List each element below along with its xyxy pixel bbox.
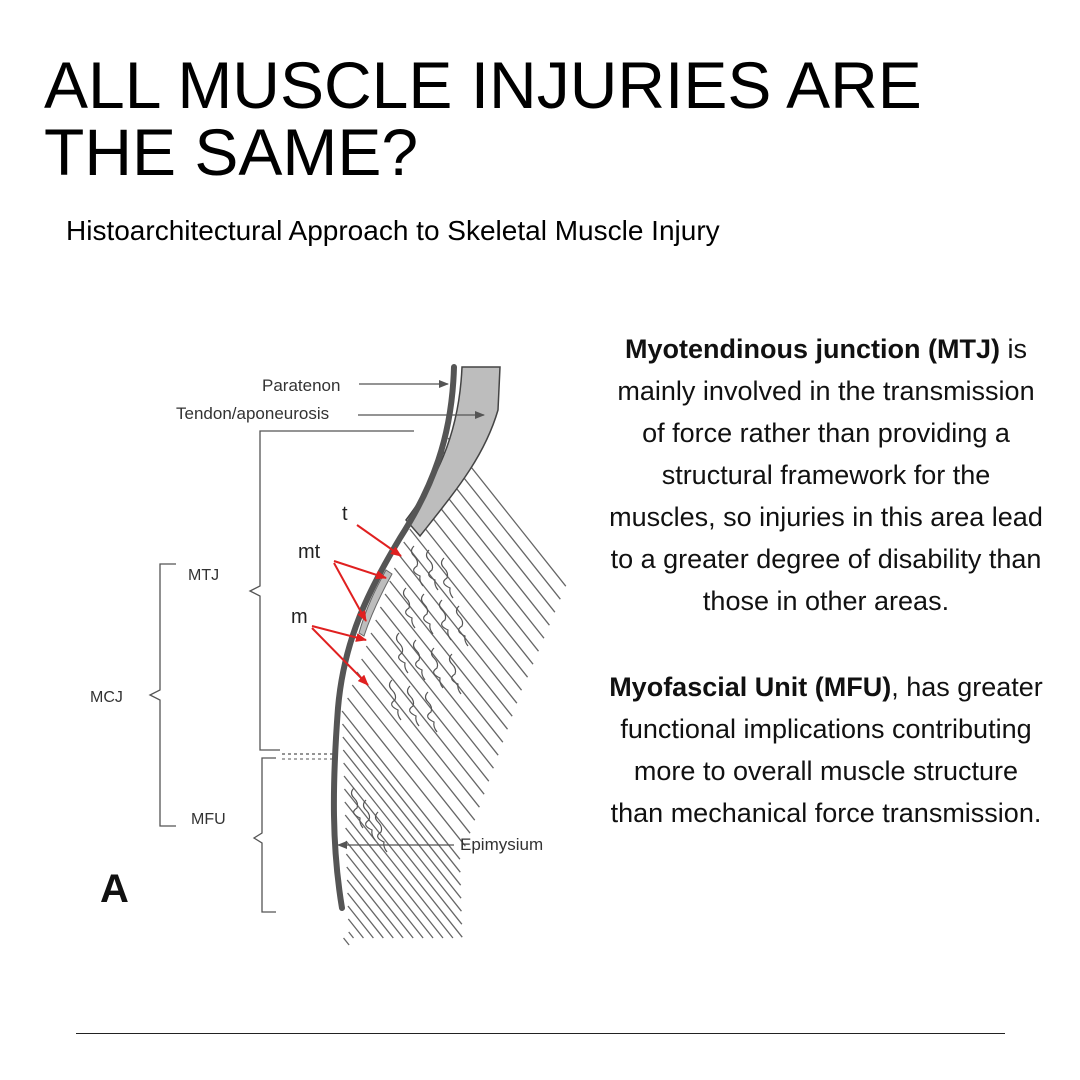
m-arrow-1 (311, 625, 367, 642)
bottom-divider (76, 1033, 1005, 1034)
mcj-bracket-label: MCJ (90, 689, 123, 706)
torn-fiber-wave (410, 545, 424, 587)
muscle-fiber-line (348, 931, 354, 939)
tendon-label: Tendon/aponeurosis (176, 404, 329, 423)
muscle-fiber-line (420, 502, 540, 652)
muscle-fiber-line (342, 736, 462, 886)
muscle-fiber-line (344, 814, 444, 939)
muscle-fiber-hatching (341, 437, 567, 946)
muscle-fiber-line (409, 528, 529, 678)
page-title: ALL MUSCLE INJURIES ARE THE SAME? (44, 48, 922, 189)
torn-fiber-wave (430, 647, 444, 689)
m-arrow-2 (311, 627, 369, 686)
mfu-inner-bracket (252, 757, 276, 913)
torn-fiber-wave (424, 691, 438, 733)
torn-fiber-wave (425, 549, 439, 591)
mtj-paragraph: Myotendinous junction (MTJ) is mainly in… (606, 328, 1046, 622)
muscle-fiber-line (365, 645, 485, 795)
muscle-fiber-line (347, 905, 374, 939)
muscle-fiber-line (345, 827, 434, 939)
muscle-fiber-line (341, 723, 461, 873)
paratenon-label: Paratenon (262, 376, 340, 395)
page-subtitle: Histoarchitectural Approach to Skeletal … (66, 215, 720, 246)
mfu-bracket-label: MFU (191, 811, 226, 828)
m-label: m (291, 606, 308, 628)
torn-fiber-wave (455, 605, 469, 647)
diagram-svg: Paratenon Tendon/aponeurosis t mt m MTJ … (90, 364, 567, 946)
mfu-description: , has greater functional implications co… (610, 672, 1043, 828)
mfu-term: Myofascial Unit (MFU) (609, 672, 892, 702)
mtj-bracket-label: MTJ (188, 567, 219, 584)
torn-fiber-wave (362, 799, 376, 841)
muscle-fiber-line (351, 684, 471, 834)
muscle-fiber-line (347, 918, 364, 939)
torn-fibers (350, 545, 469, 853)
muscle-fiber-line (345, 853, 414, 939)
muscle-fiber-line (425, 489, 545, 639)
torn-fiber-wave (402, 587, 416, 629)
mcj-outer-bracket (148, 563, 176, 827)
mfu-paragraph: Myofascial Unit (MFU), has greater funct… (606, 666, 1046, 834)
muscle-fiber-line (389, 580, 509, 730)
mt-arrow-1 (333, 560, 387, 580)
mtj-description: is mainly involved in the transmission o… (609, 334, 1043, 616)
muscle-fiber-line (393, 567, 513, 717)
torn-fiber-wave (388, 679, 402, 721)
torn-fiber-wave (440, 557, 454, 599)
muscle-fiber-line (346, 879, 394, 939)
muscle-fiber-line (370, 632, 490, 782)
muscle-fiber-line (398, 554, 518, 704)
muscle-fiber-line (347, 892, 384, 939)
t-arrow (356, 524, 402, 557)
muscle-fiber-line (346, 866, 404, 939)
muscle-fiber-line (343, 788, 463, 938)
explanation-text: Myotendinous junction (MTJ) is mainly in… (606, 328, 1046, 878)
muscle-fiber-line (345, 840, 424, 939)
tendon-band (405, 366, 501, 538)
epimysium-label: Epimysium (460, 835, 543, 854)
muscle-fiber-line (403, 541, 523, 691)
torn-fiber-wave (412, 639, 426, 681)
muscle-fiber-line (343, 775, 463, 925)
muscle-fiber-line (343, 937, 350, 946)
mt-label: mt (298, 541, 321, 563)
muscle-fiber-line (375, 619, 494, 769)
torn-fiber-wave (438, 599, 452, 641)
muscle-fiber-line (344, 801, 454, 939)
torn-fiber-wave (448, 653, 462, 695)
t-label: t (342, 503, 348, 525)
torn-fiber-wave (406, 685, 420, 727)
muscle-fiber-line (361, 658, 480, 808)
muscle-fiber-line (431, 476, 550, 626)
muscle-fiber-line (414, 515, 534, 665)
muscle-fiber-line (343, 762, 462, 912)
torn-fiber-wave (420, 593, 434, 635)
muscle-fiber-line (342, 749, 462, 899)
torn-fiber-wave (350, 787, 364, 829)
muscle-injury-diagram: Paratenon Tendon/aponeurosis t mt m MTJ … (14, 288, 614, 978)
muscle-fiber-line (341, 710, 461, 860)
muscle-fiber-line (356, 671, 476, 821)
panel-letter: A (100, 867, 129, 911)
muscle-fiber-line (347, 697, 466, 847)
mtj-term: Myotendinous junction (MTJ) (625, 334, 1000, 364)
muscle-fiber-line (384, 593, 504, 743)
torn-fiber-wave (395, 632, 409, 674)
mt-arrow-2 (333, 562, 367, 622)
mtj-inner-bracket (248, 430, 414, 751)
